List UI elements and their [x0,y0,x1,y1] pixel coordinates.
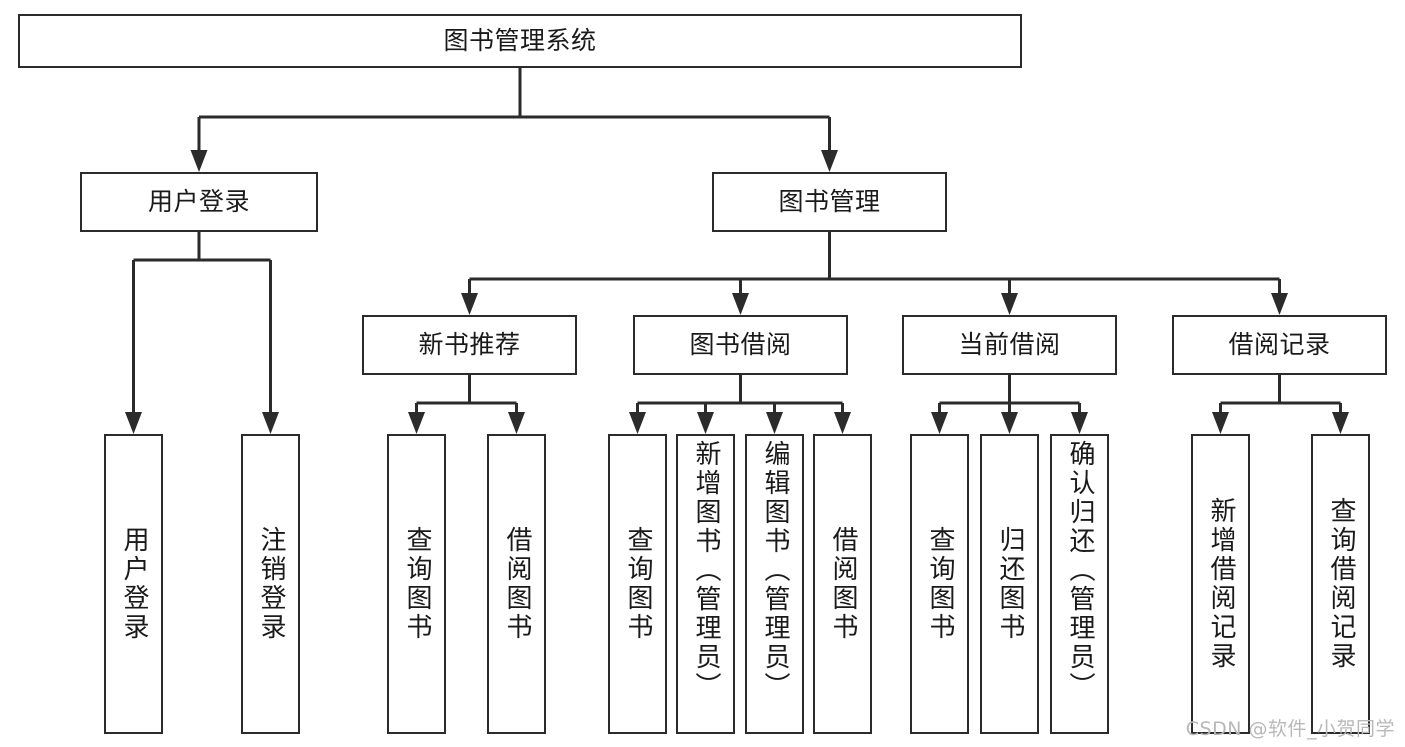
leaf-user-login[interactable]: 用户登录 [104,434,163,734]
leaf-query-book-recommend[interactable]: 查询图书 [387,434,446,734]
leaf-borrow-book[interactable]: 借阅图书 [813,434,872,734]
node-label: 新书推荐 [418,329,521,359]
node-label: 查询借阅记录 [1326,497,1357,671]
node-label: 查询图书 [623,526,654,642]
node-label: 用户登录 [147,186,250,216]
node-label: 新增图书（管理员） [691,440,722,701]
node-label: 用户登录 [119,526,150,642]
node-label: 查询图书 [925,526,956,642]
leaf-edit-book-admin[interactable]: 编辑图书（管理员） [745,434,804,734]
node-label: 图书管理 [778,186,881,216]
node-label: 借阅记录 [1228,329,1331,359]
node-label: 注销登录 [256,526,287,642]
node-label: 当前借阅 [958,329,1061,359]
node-label: 借阅图书 [502,526,533,642]
node-borrow-records[interactable]: 借阅记录 [1172,315,1387,375]
node-label: 图书管理系统 [443,25,597,55]
leaf-add-borrow-record[interactable]: 新增借阅记录 [1191,434,1250,734]
node-label: 编辑图书（管理员） [760,440,791,701]
leaf-query-book-borrow[interactable]: 查询图书 [608,434,667,734]
leaf-borrow-book-recommend[interactable]: 借阅图书 [487,434,546,734]
node-current-borrowing[interactable]: 当前借阅 [902,315,1117,375]
node-new-book-recommendation[interactable]: 新书推荐 [362,315,577,375]
leaf-add-book-admin[interactable]: 新增图书（管理员） [676,434,735,734]
node-label: 新增借阅记录 [1206,497,1237,671]
node-label: 确认归还（管理员） [1065,440,1096,701]
node-label: 查询图书 [402,526,433,642]
node-book-management[interactable]: 图书管理 [712,172,947,232]
node-book-borrowing[interactable]: 图书借阅 [633,315,848,375]
node-label: 归还图书 [995,526,1026,642]
leaf-return-book[interactable]: 归还图书 [980,434,1039,734]
leaf-query-borrow-record[interactable]: 查询借阅记录 [1311,434,1370,734]
leaf-confirm-return-admin[interactable]: 确认归还（管理员） [1050,434,1109,734]
node-label: 图书借阅 [689,329,792,359]
node-root-system[interactable]: 图书管理系统 [18,14,1022,68]
leaf-query-book-current[interactable]: 查询图书 [910,434,969,734]
node-user-login[interactable]: 用户登录 [80,172,318,232]
leaf-logout[interactable]: 注销登录 [241,434,300,734]
node-label: 借阅图书 [828,526,859,642]
